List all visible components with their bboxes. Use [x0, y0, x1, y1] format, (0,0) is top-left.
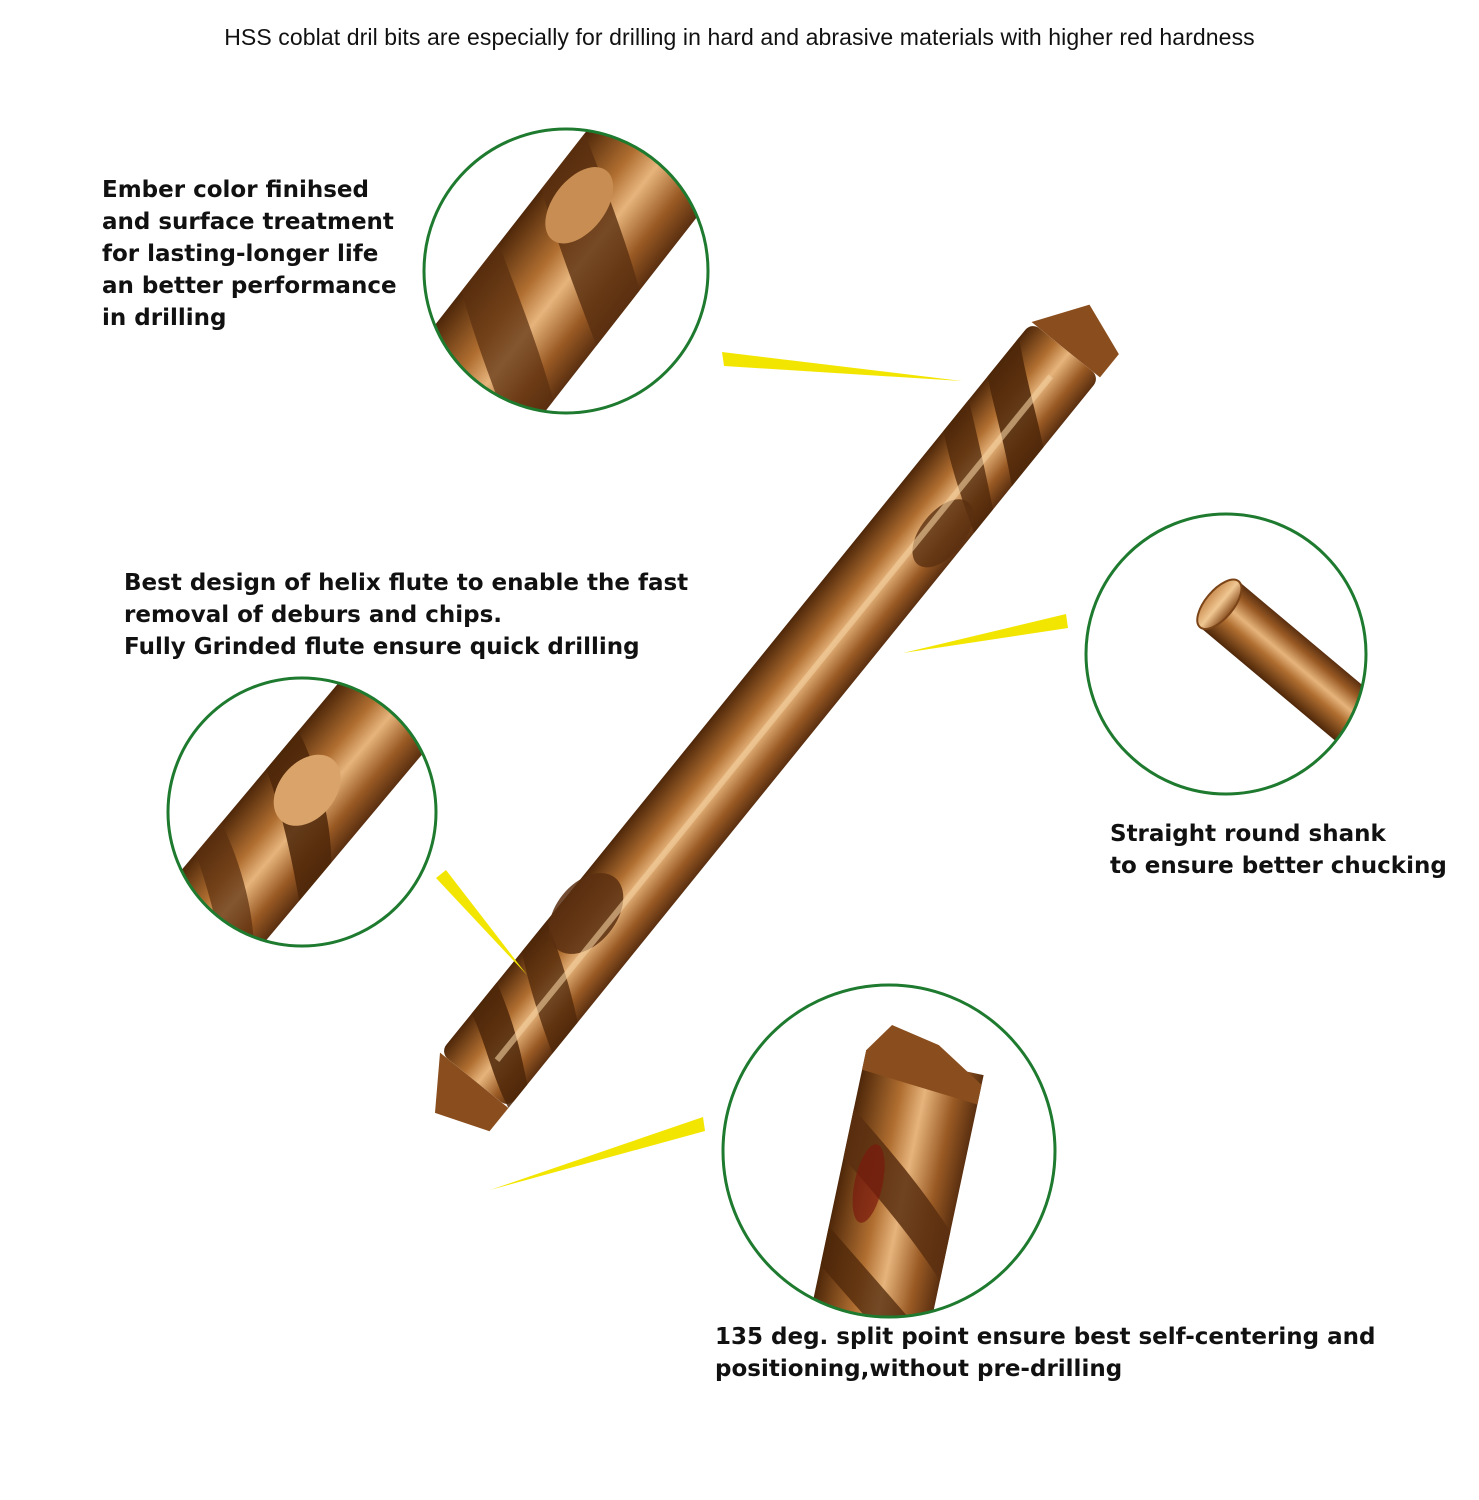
detail-circle-helix-flute: [166, 676, 438, 948]
pointer-shank: [903, 614, 1068, 653]
callout-straight-shank: Straight round shank to ensure better ch…: [1110, 821, 1447, 879]
pointer-ember: [722, 352, 962, 381]
headline: HSS coblat dril bits are especially for …: [224, 24, 1255, 50]
callout-split-point: 135 deg. split point ensure best self-ce…: [715, 1324, 1376, 1382]
detail-circle-ember-finish: [422, 127, 710, 415]
pointer-split: [490, 1117, 705, 1190]
detail-circle-shank: [1084, 512, 1368, 796]
callout-ember-finish: Ember color finihsed and surface treatme…: [102, 177, 397, 331]
drill-bit-main: [434, 304, 1119, 1132]
detail-circle-split-point: [721, 983, 1057, 1319]
callout-helix-flute: Best design of helix flute to enable the…: [124, 570, 689, 660]
pointer-helix: [436, 870, 527, 975]
